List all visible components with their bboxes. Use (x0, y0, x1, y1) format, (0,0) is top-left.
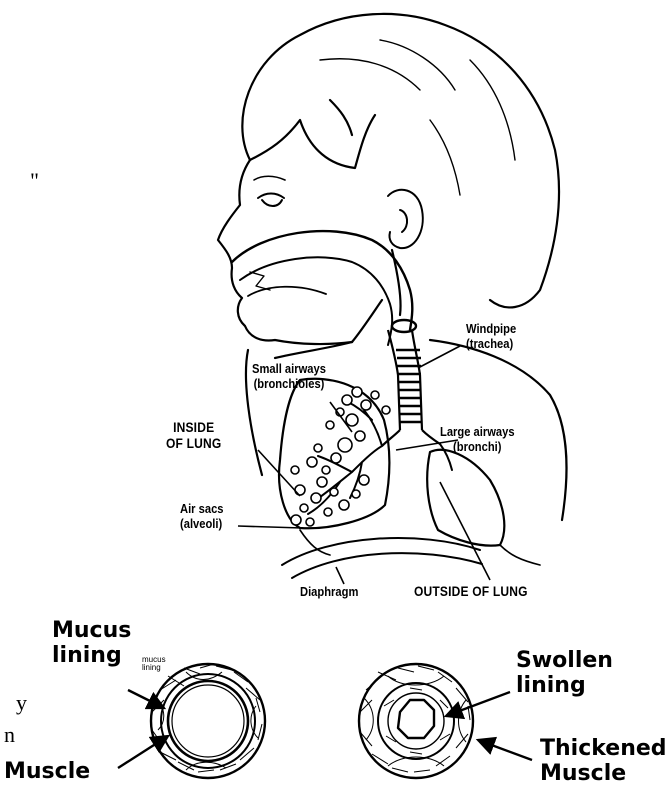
swollen-lining-label: Swollen lining (516, 648, 613, 699)
mucus-lining-label-line1: Mucus (52, 618, 131, 643)
hair-bangs (250, 100, 375, 168)
ear (388, 190, 423, 248)
thickened-muscle-label-line2: Muscle (540, 761, 667, 786)
large-airways-label: Large airways (bronchi) (440, 425, 515, 455)
mucus-lining-label-line2: lining (52, 643, 131, 668)
stray-letter-n: n (4, 722, 15, 747)
stray-letter-y: y (16, 690, 27, 715)
alveoli-clusters (291, 387, 390, 526)
mucus-lining-small-line2: lining (142, 664, 166, 672)
hair-outline (242, 14, 559, 307)
large-airways-label-line2: (bronchi) (440, 440, 515, 455)
windpipe-label-line2: (trachea) (466, 337, 516, 352)
bronchial-tree (308, 402, 452, 514)
thickened-muscle-label: Thickened Muscle (540, 736, 667, 787)
child-head-drawing (218, 14, 559, 345)
muscle-label: Muscle (4, 759, 90, 784)
swollen-lining-label-line2: lining (516, 673, 613, 698)
large-airways-label-line1: Large airways (440, 425, 515, 440)
air-sacs-label: Air sacs (alveoli) (180, 502, 224, 532)
air-sacs-label-line1: Air sacs (180, 502, 224, 517)
air-sacs-label-line2: (alveoli) (180, 517, 224, 532)
stray-quote-mark: " (30, 168, 39, 193)
mucus-lining-label: Mucus lining (52, 618, 131, 669)
windpipe-drawing (382, 320, 440, 446)
inside-of-lung-label: INSIDE OF LUNG (166, 419, 221, 451)
diaphragm-label: Diaphragm (300, 585, 358, 600)
outside-of-lung-label: OUTSIDE OF LUNG (414, 583, 528, 599)
small-airways-label: Small airways (bronchioles) (252, 362, 326, 392)
swollen-lumen (398, 700, 434, 738)
windpipe-label-line1: Windpipe (466, 322, 516, 337)
nasal-cavity (232, 231, 412, 330)
face-profile (218, 160, 352, 344)
swollen-lining-label-line1: Swollen (516, 648, 613, 673)
inside-of-lung-label-line2: OF LUNG (166, 435, 221, 451)
asthma-airway-drawing (359, 664, 473, 778)
inside-of-lung-label-line1: INSIDE (166, 419, 221, 435)
small-airways-label-line1: Small airways (252, 362, 326, 377)
eye (258, 194, 284, 207)
normal-airway-drawing (151, 664, 265, 778)
mucus-lining-small-label: mucus lining (142, 656, 166, 672)
small-airways-label-line2: (bronchioles) (252, 377, 326, 392)
windpipe-label: Windpipe (trachea) (466, 322, 516, 352)
thickened-muscle-label-line1: Thickened (540, 736, 667, 761)
